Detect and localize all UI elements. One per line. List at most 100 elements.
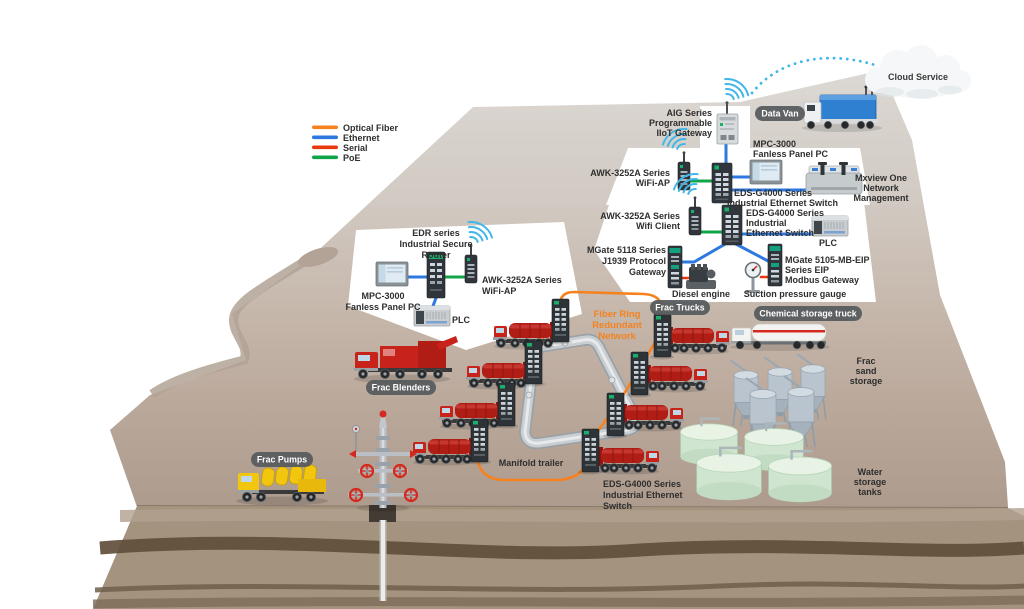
svg-text:Redundant: Redundant <box>592 320 642 331</box>
terrain-bump <box>297 246 339 268</box>
svg-text:storage: storage <box>850 376 883 386</box>
edr-label: EDR series <box>412 228 460 238</box>
terrain-edge-band <box>149 254 313 398</box>
fiber-ring-label: Fiber Ring <box>594 309 641 320</box>
legend-label: Serial <box>343 143 368 153</box>
plc-left-label: PLC <box>452 315 471 325</box>
eds-bottom-label: EDS-G4000 Series <box>603 479 681 489</box>
svg-text:Management: Management <box>853 193 908 203</box>
plc-right-label: PLC <box>819 238 838 248</box>
ethernet-link-switch-mgate5118 <box>680 241 729 264</box>
svg-text:J1939 Protocol: J1939 Protocol <box>602 256 666 266</box>
svg-text:Ethernet Switch: Ethernet Switch <box>746 228 814 238</box>
cloud-service: Cloud Service <box>865 45 971 99</box>
mgate-5105-gateway <box>767 243 783 287</box>
manifold-trailer-label: Manifold trailer <box>499 458 564 468</box>
serial-swatch <box>312 145 338 150</box>
eds-mid-label: EDS-G4000 Series <box>746 208 824 218</box>
mxview-server <box>805 161 863 195</box>
frac-truck <box>411 437 474 466</box>
frac-blenders-pill: Frac Blenders <box>366 380 436 395</box>
legend-item-serial: Serial <box>312 143 368 153</box>
svg-text:sand: sand <box>855 366 876 376</box>
diesel-engine <box>686 264 716 289</box>
frac-blender-truck <box>354 336 458 384</box>
svg-text:IIoT Gateway: IIoT Gateway <box>656 128 712 138</box>
valve-wheel <box>348 487 364 503</box>
mgate-5105-label: MGate 5105-MB-EIP <box>785 255 870 265</box>
frac-sand-storage-label: Frac <box>856 356 875 366</box>
svg-text:Industrial Ethernet: Industrial Ethernet <box>603 490 683 500</box>
island-top-cluster <box>606 106 870 205</box>
device-labels: AIG Series Programmable IIoT Gateway MPC… <box>345 108 908 511</box>
cloud-service-label: Cloud Service <box>888 72 948 82</box>
mpc-top-label: MPC-3000 <box>753 139 796 149</box>
soil-cross-section <box>92 506 1024 609</box>
eds-g4000-switch <box>721 204 743 246</box>
svg-text:Series EIP: Series EIP <box>785 265 829 275</box>
frac-trucks-pill: Frac Trucks <box>650 300 710 315</box>
frac-pumps-pill: Frac Pumps <box>251 452 313 467</box>
ethernet-link-switch-mgate5105 <box>732 241 770 263</box>
wifi-waves-icon <box>717 73 753 106</box>
frac-truck <box>668 326 731 355</box>
wellhead <box>348 410 419 512</box>
awk-ap-top-label: AWK-3252A Series <box>590 168 670 178</box>
svg-text:Industrial: Industrial <box>746 218 787 228</box>
valve-wheel <box>392 463 408 479</box>
mpc-panel-pc <box>375 261 409 287</box>
svg-text:Gateway: Gateway <box>629 267 666 277</box>
suction-pressure-gauge <box>744 261 762 293</box>
eds-top-label: EDS-G4000 Series <box>734 188 812 198</box>
poe-swatch <box>312 155 338 160</box>
frac-truck <box>438 401 501 430</box>
plc-device <box>811 215 849 237</box>
mxview-label: Mxview One <box>855 173 907 183</box>
chemical-truck-pill-label: Chemical storage truck <box>759 309 856 319</box>
network-devices <box>375 73 863 327</box>
data-van-pill: Data Van <box>755 106 805 121</box>
svg-text:Wifi Client: Wifi Client <box>636 221 680 231</box>
frac-pump-truck <box>236 464 328 506</box>
data-van-pill-label: Data Van <box>761 109 798 119</box>
frac-truck <box>465 361 528 390</box>
frac-pumps-pill-label: Frac Pumps <box>257 455 307 465</box>
svg-text:Network: Network <box>863 183 900 193</box>
legend-item-optical-fiber: Optical Fiber <box>312 123 399 133</box>
awk-ap-left-label: AWK-3252A Series <box>482 275 562 285</box>
svg-text:WiFi-AP: WiFi-AP <box>636 178 670 188</box>
frac-truck <box>646 364 709 393</box>
frac-trucks-pill-label: Frac Trucks <box>655 303 704 313</box>
svg-text:Fanless Panel PC: Fanless Panel PC <box>345 302 421 312</box>
island-mid-cluster <box>594 202 876 302</box>
valve-wheel <box>359 463 375 479</box>
svg-text:Industrial Secure: Industrial Secure <box>399 239 472 249</box>
legend-label: Ethernet <box>343 133 380 143</box>
frac-truck <box>492 321 555 350</box>
frac-blenders-pill-label: Frac Blenders <box>372 383 431 393</box>
frac-truck <box>598 446 661 475</box>
svg-text:tanks: tanks <box>858 487 882 497</box>
water-storage-tanks-label: Water <box>858 467 883 477</box>
svg-text:Switch: Switch <box>603 501 632 511</box>
frac-truck <box>622 403 685 432</box>
ethernet-link-edr-plc <box>431 296 438 308</box>
island-edr-cluster <box>348 222 582 350</box>
legend-item-poe: PoE <box>312 153 361 163</box>
mgate-5118-label: MGate 5118 Series <box>587 245 666 255</box>
mpc-left-label: MPC-3000 <box>361 291 404 301</box>
svg-text:storage: storage <box>854 477 887 487</box>
svg-text:Network: Network <box>598 331 636 342</box>
eds-g4000-switch <box>711 162 733 204</box>
svg-text:WiFi-AP: WiFi-AP <box>482 286 516 296</box>
svg-text:Modbus Gateway: Modbus Gateway <box>785 275 859 285</box>
aig-label: AIG Series <box>666 108 712 118</box>
svg-text:Router: Router <box>422 250 451 260</box>
svg-text:Fanless Panel PC: Fanless Panel PC <box>753 149 829 159</box>
svg-text:Industrial Ethernet Switch: Industrial Ethernet Switch <box>727 198 838 208</box>
optical-fiber-swatch <box>312 125 338 130</box>
legend-label: PoE <box>343 153 361 163</box>
ethernet-swatch <box>312 135 338 140</box>
pressure-gauge-label: Suction pressure gauge <box>744 289 847 299</box>
